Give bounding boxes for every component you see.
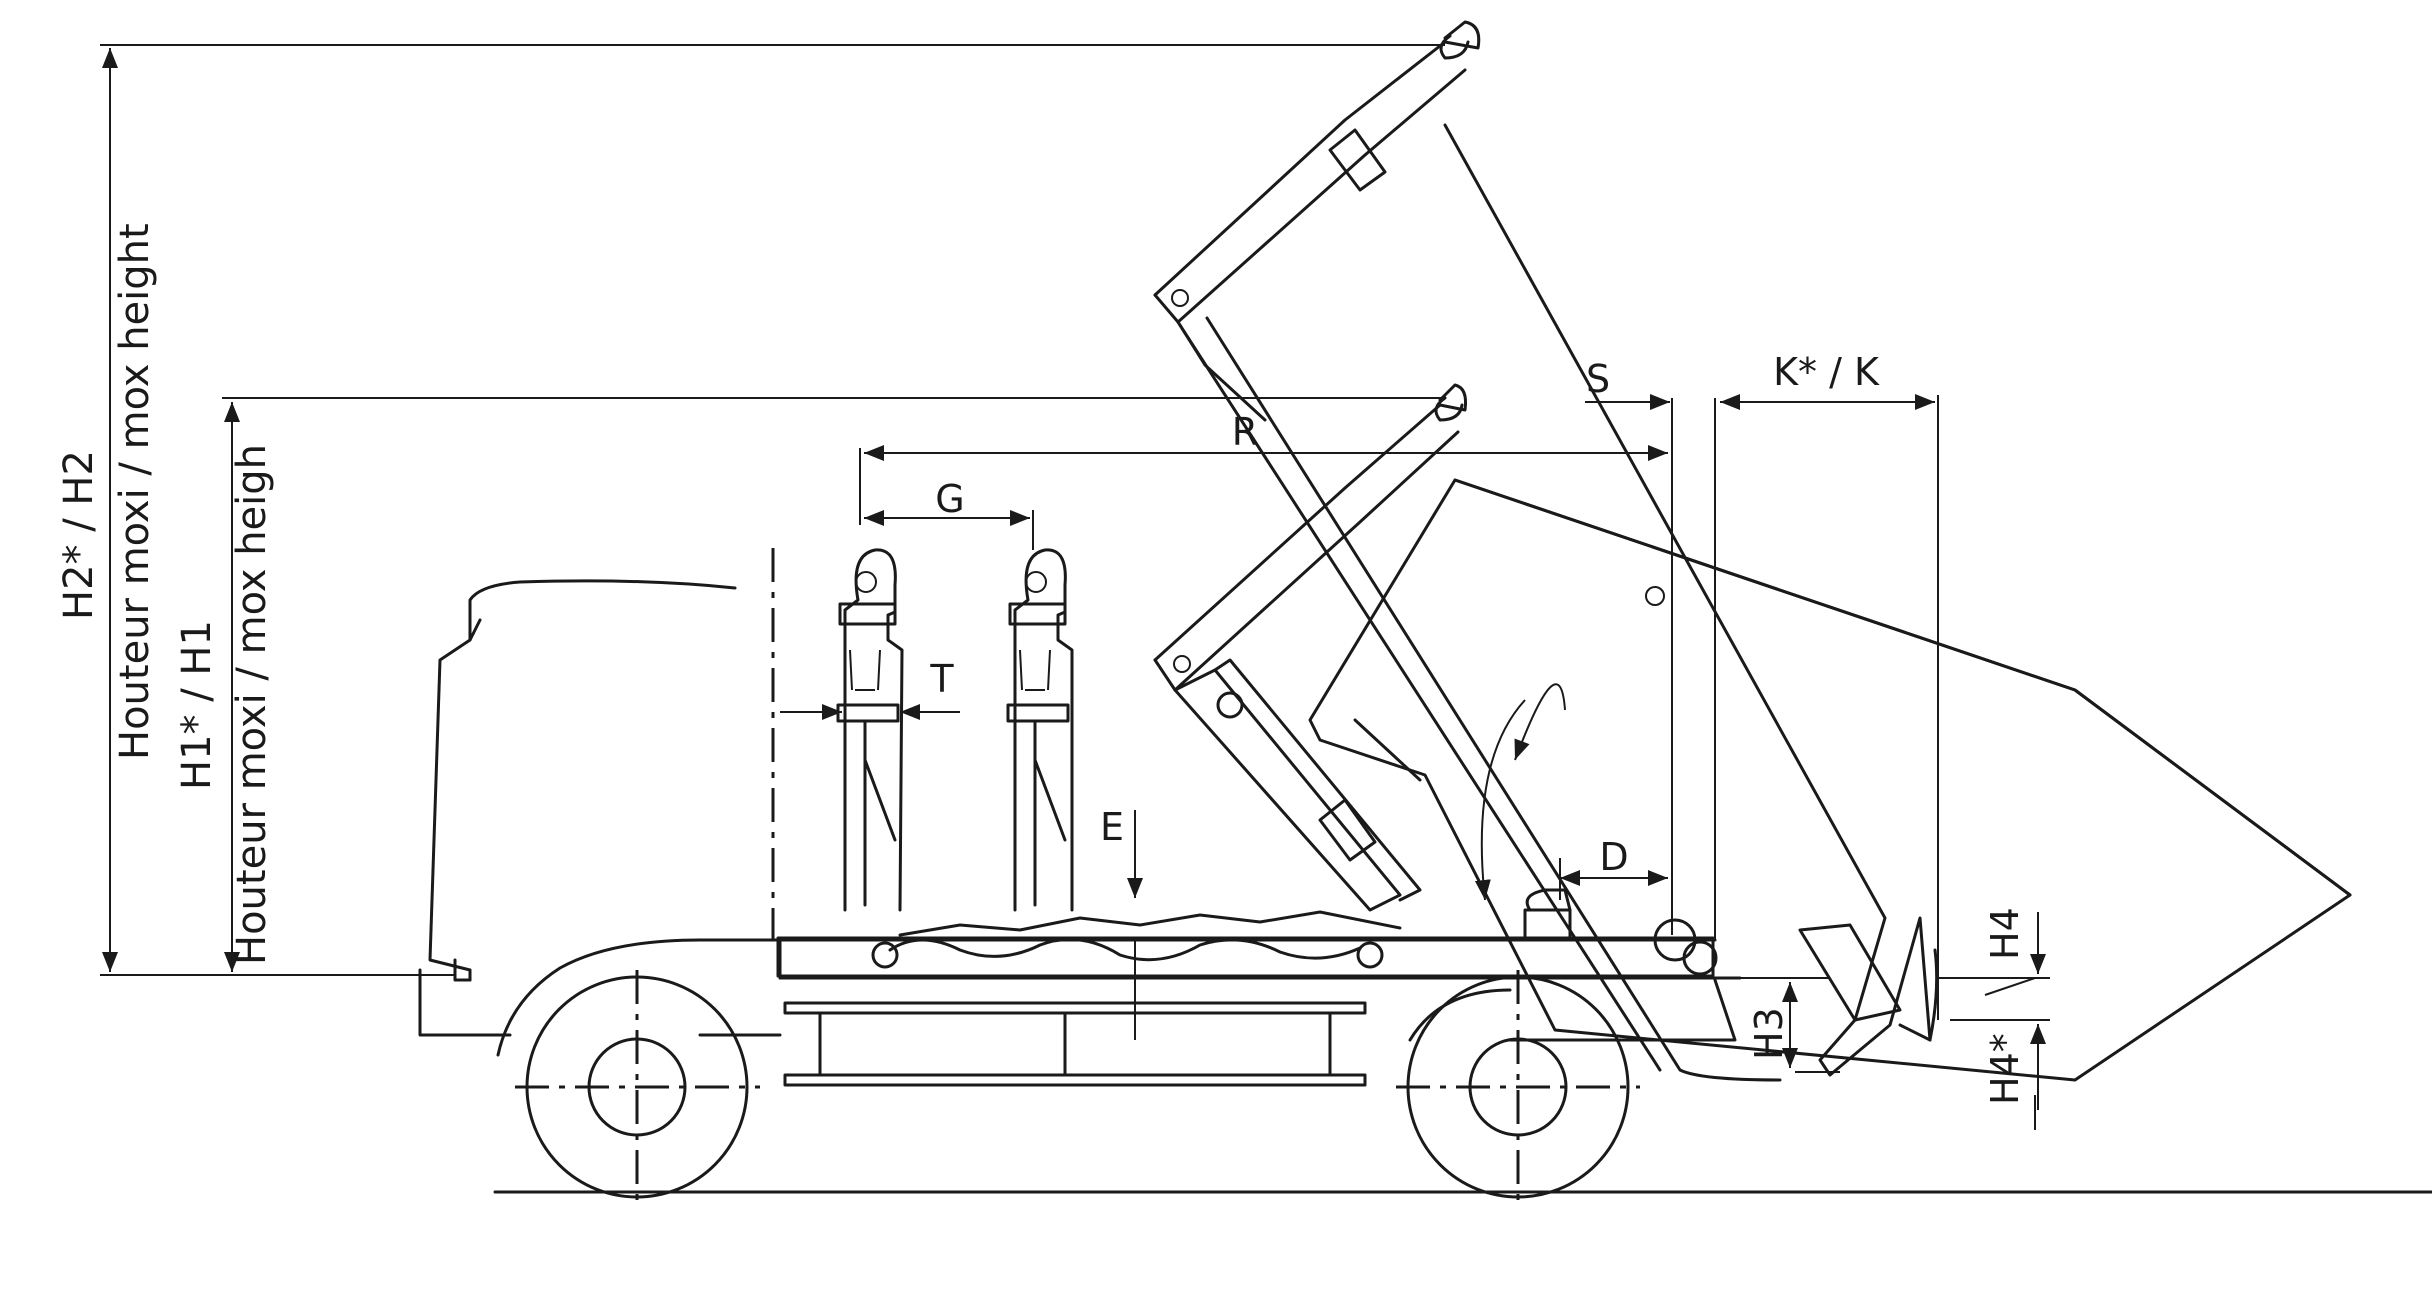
label-h4-star: H4* — [1983, 1033, 2027, 1105]
label-h3: H3 — [1747, 1007, 1791, 1060]
label-t: T — [929, 657, 954, 701]
container-tipped-mid — [1308, 478, 2352, 1082]
dim-d — [1559, 858, 1668, 900]
dim-h1 — [222, 397, 1445, 972]
dim-g — [864, 510, 1034, 550]
label-h4: H4 — [1983, 907, 2027, 960]
stowed-hook-arm-front — [836, 548, 904, 912]
label-d: D — [1599, 835, 1628, 879]
dim-h4 — [1938, 912, 2050, 996]
label-h1-caption: Houteur moxi / mox heigh — [229, 444, 275, 965]
label-h2-caption: Houteur moxi / mox height — [112, 223, 158, 760]
label-h2: H2* / H2 — [56, 450, 102, 620]
dim-h3 — [1715, 977, 1840, 1073]
label-s: S — [1586, 357, 1610, 401]
hooklift-subframe — [776, 888, 1718, 978]
label-k: K* / K — [1773, 350, 1880, 394]
stowed-hook-arm-rear — [1006, 548, 1074, 912]
front-wheel — [515, 970, 760, 1210]
dim-h2 — [100, 44, 1445, 976]
tilt-angle-arc — [1514, 683, 1566, 761]
truck-chassis — [698, 938, 1742, 1087]
rear-wheel — [1396, 970, 1640, 1210]
dim-r — [859, 398, 1673, 935]
label-e: E — [1100, 805, 1124, 849]
label-g: G — [935, 477, 964, 521]
label-r: R — [1232, 410, 1258, 454]
truck-cab — [418, 579, 782, 1057]
articulated-arm-raised — [1153, 20, 1481, 422]
articulated-arm-mid — [1153, 383, 1467, 912]
label-h1: H1* / H1 — [174, 620, 220, 790]
dim-h4-star — [1950, 1019, 2050, 1130]
dim-k — [1714, 394, 1939, 1020]
